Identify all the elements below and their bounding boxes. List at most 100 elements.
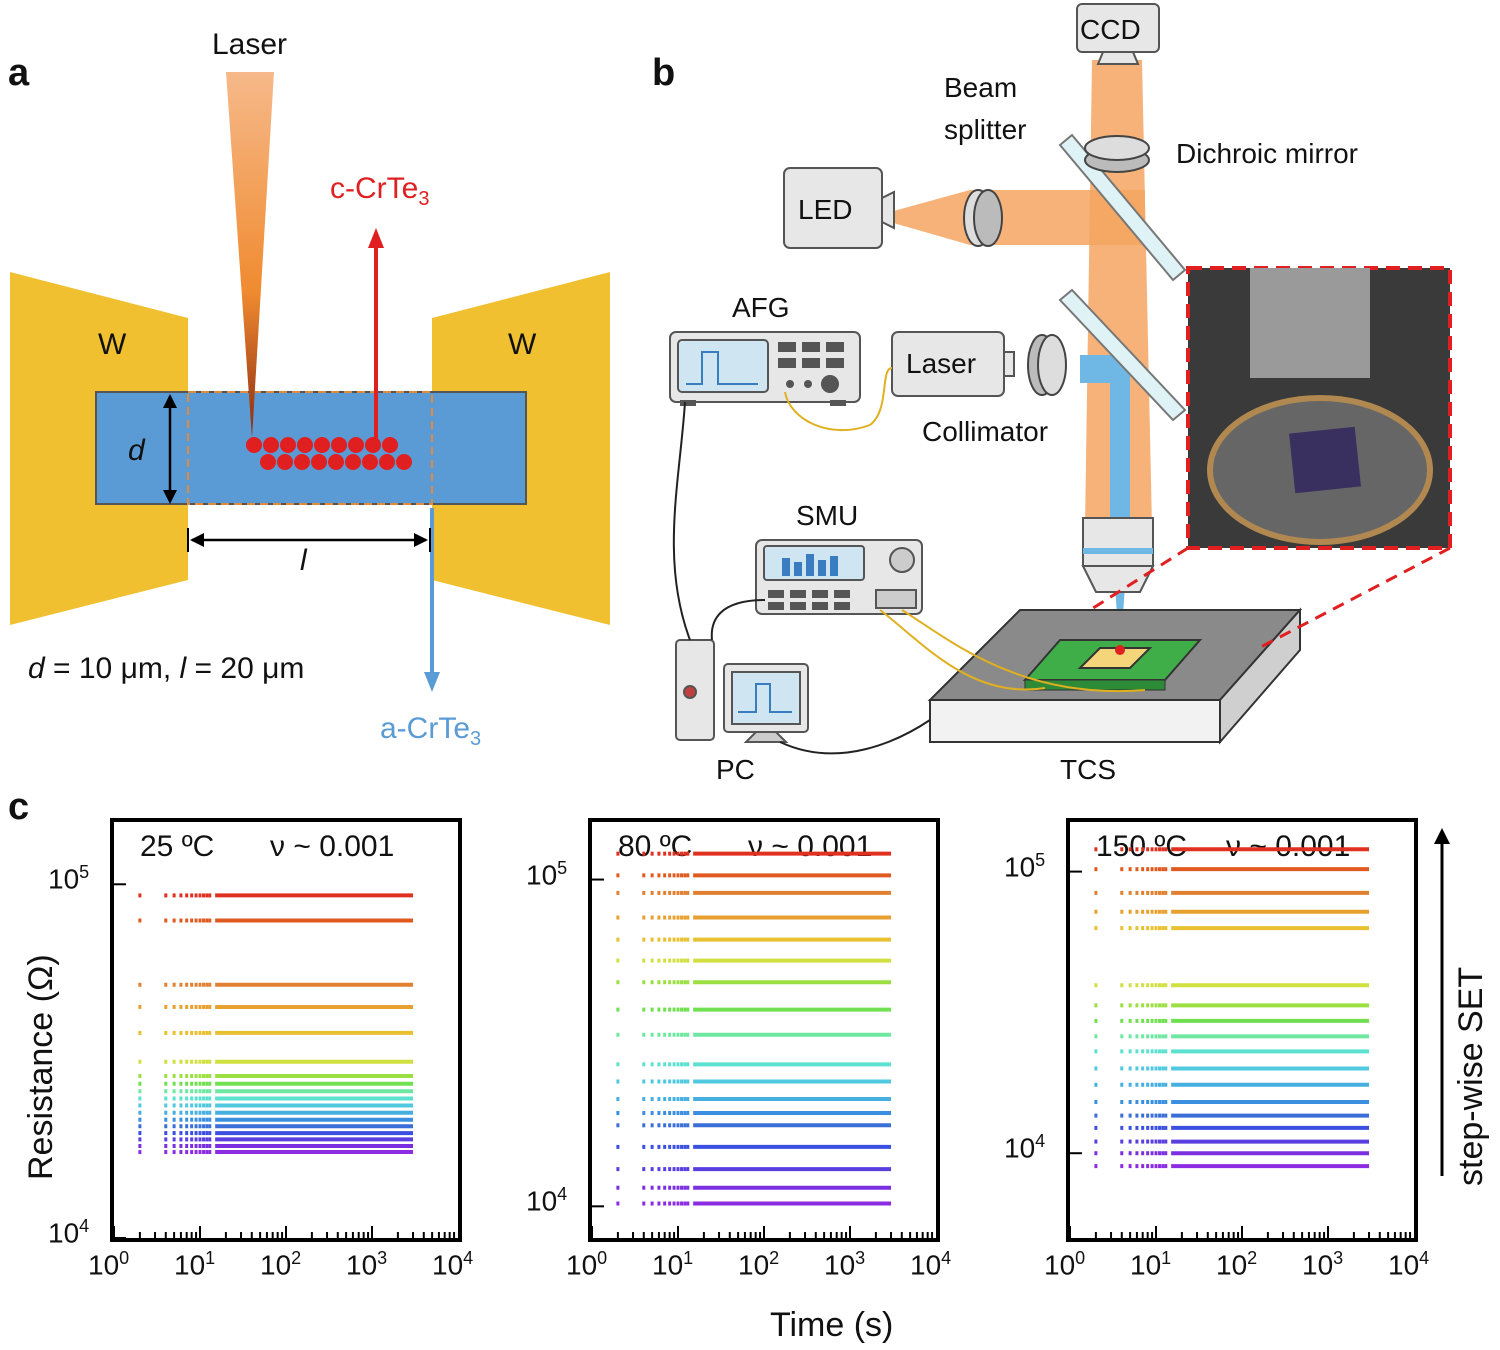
series-point [1146, 1066, 1150, 1071]
series-point [194, 1117, 198, 1122]
series-point [1164, 1049, 1168, 1054]
series-point [208, 1124, 212, 1129]
series-point [208, 1096, 212, 1101]
series-point [1150, 1066, 1154, 1071]
chart-nu-2: ν ~ 0.001 [1226, 830, 1351, 863]
series-point [650, 958, 654, 963]
series-point [138, 1137, 142, 1142]
series-point [185, 1096, 189, 1101]
series-point [616, 980, 620, 985]
series-point [663, 937, 667, 942]
series-point [208, 1137, 212, 1142]
laser-region [187, 391, 433, 505]
series-point [616, 1097, 620, 1102]
series-point [680, 915, 684, 920]
series-point [205, 1150, 209, 1155]
series-point [642, 1144, 646, 1149]
series-point [172, 1030, 176, 1035]
series-point [1164, 1139, 1168, 1144]
series-point [686, 851, 690, 856]
series-point [672, 1111, 676, 1116]
series-point [1146, 926, 1150, 931]
series-point [650, 937, 654, 942]
series-point [1128, 1082, 1132, 1087]
series-point [164, 1137, 168, 1142]
series-point [1135, 1139, 1139, 1144]
series-point [683, 1062, 687, 1067]
panel-a-diagram [10, 72, 610, 692]
series-point [680, 1007, 684, 1012]
series-point [1146, 1049, 1150, 1054]
series-point [1164, 1034, 1168, 1039]
series-point [650, 980, 654, 985]
series-point [179, 1096, 183, 1101]
series-point [657, 851, 661, 856]
series-point [194, 1059, 198, 1064]
series-point [683, 1201, 687, 1206]
series-point [683, 1079, 687, 1084]
series-point [198, 1110, 202, 1115]
l-symbol: l [300, 544, 307, 577]
series-point [663, 851, 667, 856]
series-point [657, 1167, 661, 1172]
crystalline-dots [246, 437, 412, 470]
series-point [1158, 1113, 1162, 1118]
series-point [208, 1110, 212, 1115]
series-point [1128, 926, 1132, 931]
series-point [1141, 1018, 1145, 1023]
series-point [190, 982, 194, 987]
series-point [198, 1089, 202, 1094]
series-point [1135, 1034, 1139, 1039]
series-point [650, 915, 654, 920]
series-point [138, 1074, 142, 1079]
series-point [616, 851, 620, 856]
series-point [194, 1074, 198, 1079]
series-point [1094, 1003, 1098, 1008]
x-tick-label: 104 [1388, 1248, 1430, 1281]
series-point [663, 1079, 667, 1084]
series-point [672, 1185, 676, 1190]
vertical-blue-beam [1110, 355, 1130, 525]
series-point [642, 915, 646, 920]
series-point [1120, 983, 1124, 988]
electrode-left-label: W [98, 328, 127, 361]
series-point [686, 1111, 690, 1116]
panel-b-letter: b [652, 52, 676, 94]
series-point [663, 958, 667, 963]
series-point [205, 1117, 209, 1122]
series-point [1158, 847, 1162, 852]
series-point [1128, 1151, 1132, 1156]
series-point [172, 1081, 176, 1086]
led-beam-cone [890, 190, 970, 245]
series-point [185, 1144, 189, 1149]
series-point [680, 1144, 684, 1149]
series-point [1164, 1113, 1168, 1118]
series-point [190, 1124, 194, 1129]
series-point [202, 1131, 206, 1136]
series-point [1120, 1151, 1124, 1156]
series-point [1161, 890, 1165, 895]
series-point [185, 1074, 189, 1079]
series-point [672, 1144, 676, 1149]
chart-title-2: 150 ºC [1096, 830, 1188, 863]
series-point [202, 1081, 206, 1086]
series-point [1158, 1100, 1162, 1105]
series-point [1094, 847, 1098, 852]
step-wise-set-label: step-wise SET [1452, 966, 1490, 1186]
series-point [1141, 1034, 1145, 1039]
series-point [1150, 1082, 1154, 1087]
series-point [138, 1030, 142, 1035]
series-point [686, 1097, 690, 1102]
series-point [138, 1131, 142, 1136]
series-point [194, 1110, 198, 1115]
series-point [1161, 1049, 1165, 1054]
series-point [650, 1062, 654, 1067]
series-point [668, 851, 672, 856]
series-point [1146, 1151, 1150, 1156]
series-point [194, 1144, 198, 1149]
series-point [190, 1131, 194, 1136]
series-point [1094, 983, 1098, 988]
chart-plot-0 [113, 883, 456, 1239]
series-point [1135, 1100, 1139, 1105]
series-point [650, 1167, 654, 1172]
